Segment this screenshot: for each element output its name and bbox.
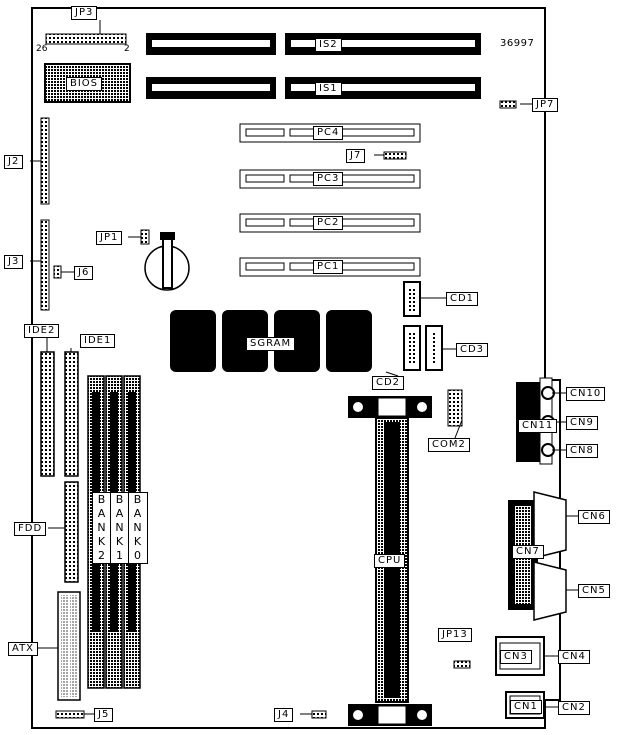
cn7-label: CN7 [512,545,544,559]
is2-label: IS2 [315,38,342,52]
j5-header [55,710,85,719]
model-number: 36997 [500,38,535,49]
cd1-label: CD1 [446,292,479,306]
j3-header [40,219,50,311]
bank2-label: BANK2 [92,492,112,564]
cn2-label: CN2 [558,701,590,715]
is1-label: IS1 [315,82,342,96]
pc1-label: PC1 [313,260,344,274]
jp7-header [499,100,517,109]
jp1-header [140,229,150,245]
cpu-label: CPU [374,554,406,568]
bios-label: BIOS [66,77,103,91]
pc4-label: PC4 [313,126,344,140]
isa-slot-is1 [146,77,481,99]
cn1-label: CN1 [510,700,542,714]
jp13-label: JP13 [438,628,472,642]
fdd-label: FDD [14,522,47,536]
bank1-label: BANK1 [110,492,130,564]
jp3-label: JP3 [71,6,98,20]
jp3-pin-26-label: 26 [36,44,48,54]
battery [144,232,190,291]
j4-label: J4 [274,708,294,722]
jp13-header [453,660,471,669]
j2-label: J2 [4,155,24,169]
bank1-text: BANK1 [115,493,125,562]
ide1-label: IDE1 [80,334,116,348]
j6-label: J6 [74,266,94,280]
pc3-label: PC3 [313,172,344,186]
bank2-text: BANK2 [97,493,107,562]
ide2-label: IDE2 [24,324,60,338]
jp1-label: JP1 [96,231,123,245]
j7-label: J7 [346,149,366,163]
cd2-label: CD2 [372,376,405,390]
com2-label: COM2 [428,438,470,452]
sgram-label: SGRAM [246,337,296,351]
j2-header [40,117,50,205]
bank0-label: BANK0 [128,492,148,564]
sgram-chips [170,310,372,372]
isa-slot-is2 [146,33,481,55]
pc2-label: PC2 [313,216,344,230]
cn9-label: CN9 [566,416,598,430]
bank0-text: BANK0 [133,493,143,562]
j7-header [383,151,407,160]
cn6-label: CN6 [578,510,610,524]
j3-label: J3 [4,255,24,269]
fdd-connector [64,481,79,583]
cn4-label: CN4 [558,650,590,664]
ide1-connector [64,351,79,477]
jp3-header [45,33,127,45]
cn11-label: CN11 [518,419,558,433]
atx-power-connector [57,591,81,701]
cn3-label: CN3 [500,650,532,664]
cn10-label: CN10 [566,387,606,401]
j5-label: J5 [94,708,114,722]
j4-header [311,710,327,719]
cn5-label: CN5 [578,584,610,598]
j6-header [53,265,62,279]
com2-header [447,389,463,427]
cn8-label: CN8 [566,444,598,458]
jp7-label: JP7 [532,98,559,112]
jp3-pin-2-label: 2 [124,44,130,54]
atx-label: ATX [8,642,39,656]
ide2-connector [40,351,55,477]
cd3-label: CD3 [456,343,489,357]
